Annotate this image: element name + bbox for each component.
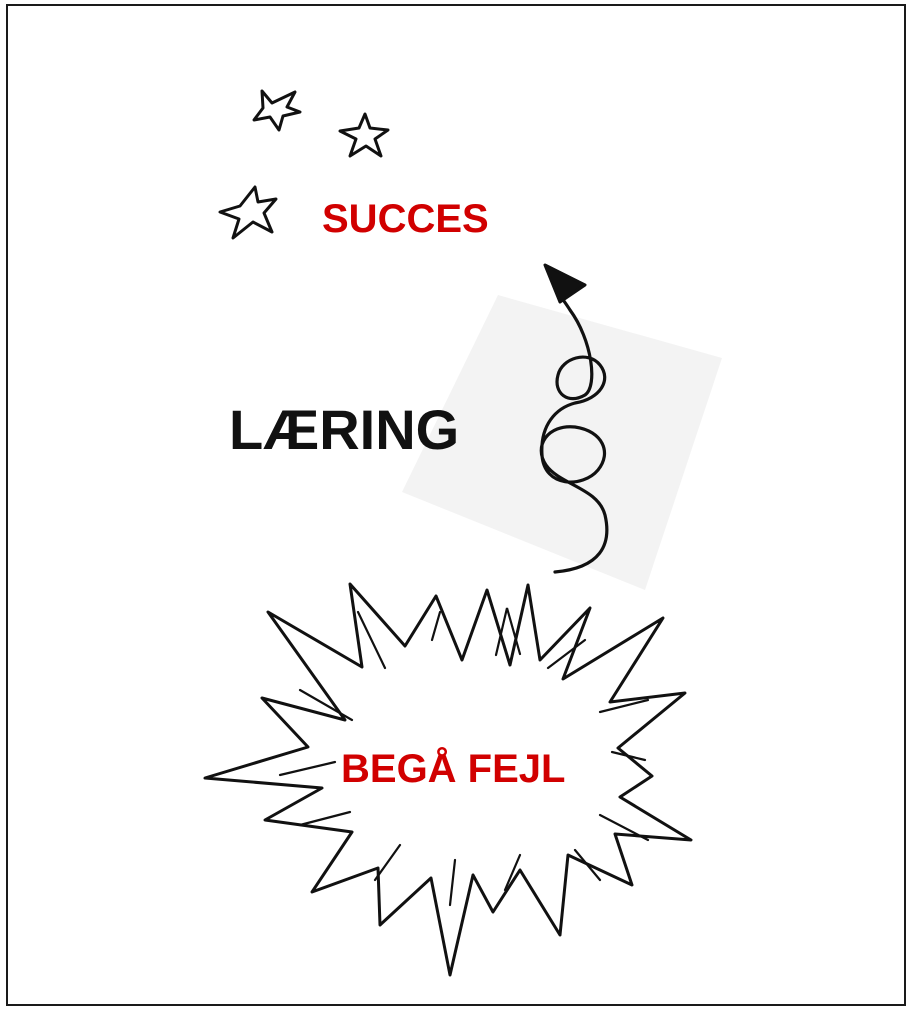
star-icon xyxy=(254,91,300,130)
make-mistakes-label: BEGÅ FEJL xyxy=(341,749,565,789)
star-icon xyxy=(220,187,276,238)
star-icon xyxy=(340,114,388,156)
success-label: SUCCES xyxy=(322,199,489,239)
learning-label: LÆRING xyxy=(229,402,459,458)
